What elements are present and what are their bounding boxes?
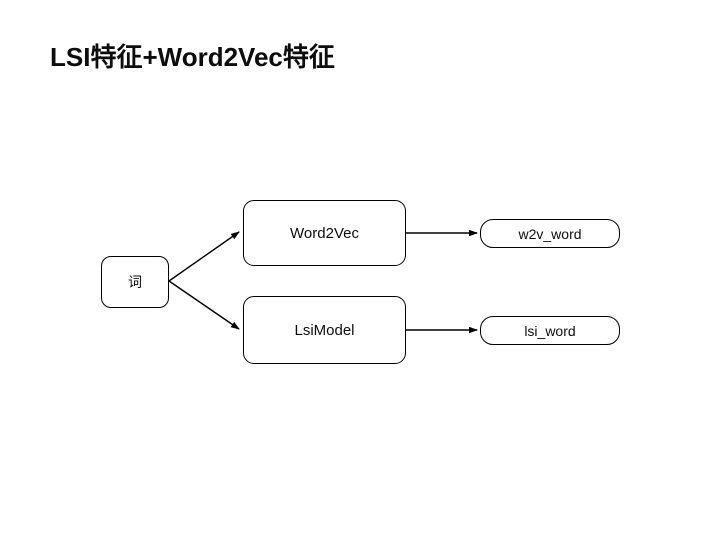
- page-title: LSI特征+Word2Vec特征: [50, 42, 335, 72]
- node-lsi-word[interactable]: lsi_word: [480, 316, 620, 345]
- node-lsimodel[interactable]: LsiModel: [243, 296, 406, 364]
- node-word[interactable]: 词: [101, 256, 169, 308]
- node-w2v-word[interactable]: w2v_word: [480, 219, 620, 248]
- edge-word-to-word2vec: [168, 231, 240, 282]
- node-word2vec[interactable]: Word2Vec: [243, 200, 406, 266]
- edge-word-to-lsimodel: [168, 280, 240, 330]
